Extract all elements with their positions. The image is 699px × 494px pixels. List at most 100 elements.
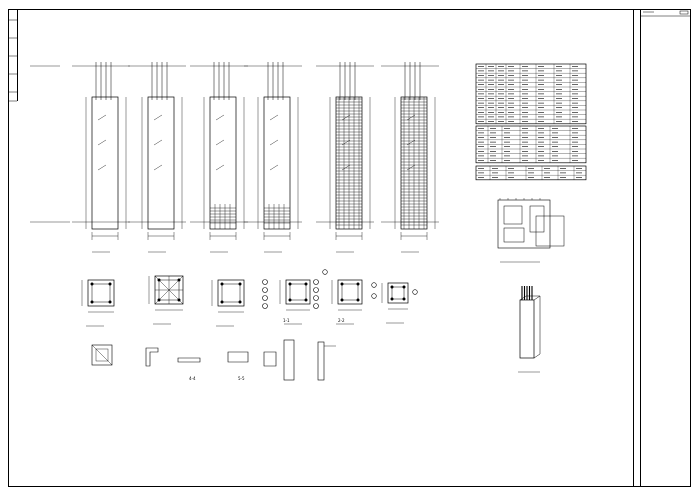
baseplate-inner bbox=[95, 348, 109, 362]
rebar-dot bbox=[220, 282, 224, 286]
section-label-s4: 4-4 bbox=[189, 376, 196, 381]
leader bbox=[406, 164, 416, 171]
leader bbox=[215, 164, 225, 171]
rebar-dot bbox=[390, 297, 394, 301]
leader bbox=[406, 114, 416, 121]
rebar-dot bbox=[356, 282, 360, 286]
plan-detail-3 bbox=[211, 279, 245, 327]
leader bbox=[97, 164, 107, 171]
plan-detail-1 bbox=[81, 279, 115, 327]
section-label-s2: 2-2 bbox=[338, 318, 345, 323]
elevation-2 bbox=[128, 62, 186, 253]
plan-detail-6 bbox=[381, 282, 409, 324]
section-label-s1: 1-1 bbox=[283, 318, 290, 323]
rebar-dot bbox=[402, 285, 406, 289]
rebar-dot bbox=[238, 300, 242, 304]
leader bbox=[153, 164, 163, 171]
callout bbox=[371, 293, 377, 299]
column-body bbox=[147, 96, 175, 230]
rebar-dot bbox=[340, 282, 344, 286]
table-border bbox=[475, 165, 587, 181]
bolt-circle-left bbox=[262, 295, 268, 301]
iso-edge bbox=[519, 295, 527, 301]
title-block-separator bbox=[640, 9, 641, 487]
plan-outline bbox=[285, 279, 311, 305]
leader bbox=[97, 139, 107, 146]
angle-profile bbox=[145, 347, 159, 367]
plan-details: 2-2 1-1 4-4 5-5 bbox=[81, 269, 418, 381]
tall-detail bbox=[283, 339, 295, 381]
plan-inner bbox=[289, 283, 307, 301]
plan-inner bbox=[341, 283, 359, 301]
table-border bbox=[475, 63, 587, 125]
elevation-4 bbox=[244, 62, 302, 253]
title-block-marks bbox=[641, 10, 691, 17]
rebar-dot bbox=[340, 298, 344, 302]
plan-outline bbox=[217, 279, 245, 307]
iso-edge bbox=[533, 295, 541, 301]
plan-inner bbox=[91, 283, 111, 303]
drawing-frame bbox=[8, 9, 691, 487]
column-body bbox=[91, 96, 119, 230]
bolt-circle-left bbox=[262, 279, 268, 285]
bp-diag bbox=[91, 344, 113, 366]
rebar-dot bbox=[220, 300, 224, 304]
callout bbox=[371, 282, 377, 288]
bolt-circle-right bbox=[313, 279, 319, 285]
leader bbox=[97, 114, 107, 121]
iso-views bbox=[497, 198, 565, 373]
plan-room bbox=[503, 205, 523, 225]
bolt-circle-left bbox=[262, 303, 268, 309]
iso-edge bbox=[533, 353, 541, 359]
section-label-s5: 5-5 bbox=[238, 376, 245, 381]
rebar-dot bbox=[402, 297, 406, 301]
plan-inner bbox=[221, 283, 241, 303]
elevation-3 bbox=[190, 62, 248, 253]
rebar-dot bbox=[288, 298, 292, 302]
bolt-circle-right bbox=[313, 303, 319, 309]
section-5-5 bbox=[227, 351, 249, 363]
bolt-circle-right bbox=[313, 287, 319, 293]
leader bbox=[215, 114, 225, 121]
plan-outline bbox=[387, 282, 409, 304]
rebar-dot bbox=[304, 282, 308, 286]
iso-column bbox=[519, 299, 535, 359]
bolt-circle-left bbox=[262, 287, 268, 293]
left-strip-grid bbox=[8, 19, 17, 102]
leader bbox=[153, 139, 163, 146]
leader bbox=[341, 139, 351, 146]
callout bbox=[412, 289, 418, 295]
plan-room bbox=[503, 227, 525, 243]
plan-room bbox=[529, 205, 545, 233]
section-4-4 bbox=[177, 357, 201, 363]
leader bbox=[406, 139, 416, 146]
table-2 bbox=[475, 125, 587, 164]
baseplate-box bbox=[91, 344, 113, 366]
rebar-dot bbox=[288, 282, 292, 286]
table-1 bbox=[475, 63, 587, 125]
plan-detail-2 bbox=[148, 275, 184, 325]
plan-outline bbox=[87, 279, 115, 307]
column-body bbox=[263, 96, 291, 230]
rebar-dot bbox=[108, 282, 112, 286]
rebar-dot bbox=[108, 300, 112, 304]
title-block-column bbox=[633, 9, 692, 487]
plan-inner bbox=[391, 286, 405, 300]
floor-plan bbox=[497, 198, 565, 263]
schedule-tables bbox=[475, 63, 587, 181]
rebar-dot bbox=[238, 282, 242, 286]
elevation-1 bbox=[72, 62, 130, 253]
table-3 bbox=[475, 165, 587, 181]
bolt-circle-right bbox=[313, 295, 319, 301]
leader bbox=[269, 139, 279, 146]
column-elevations bbox=[30, 62, 439, 253]
leader bbox=[269, 114, 279, 121]
rebar-dot bbox=[90, 300, 94, 304]
bracket bbox=[263, 351, 277, 367]
leader bbox=[269, 164, 279, 171]
leader bbox=[341, 114, 351, 121]
left-title-strip bbox=[8, 9, 18, 101]
plan-annex bbox=[535, 215, 565, 247]
rebar-dot bbox=[390, 285, 394, 289]
